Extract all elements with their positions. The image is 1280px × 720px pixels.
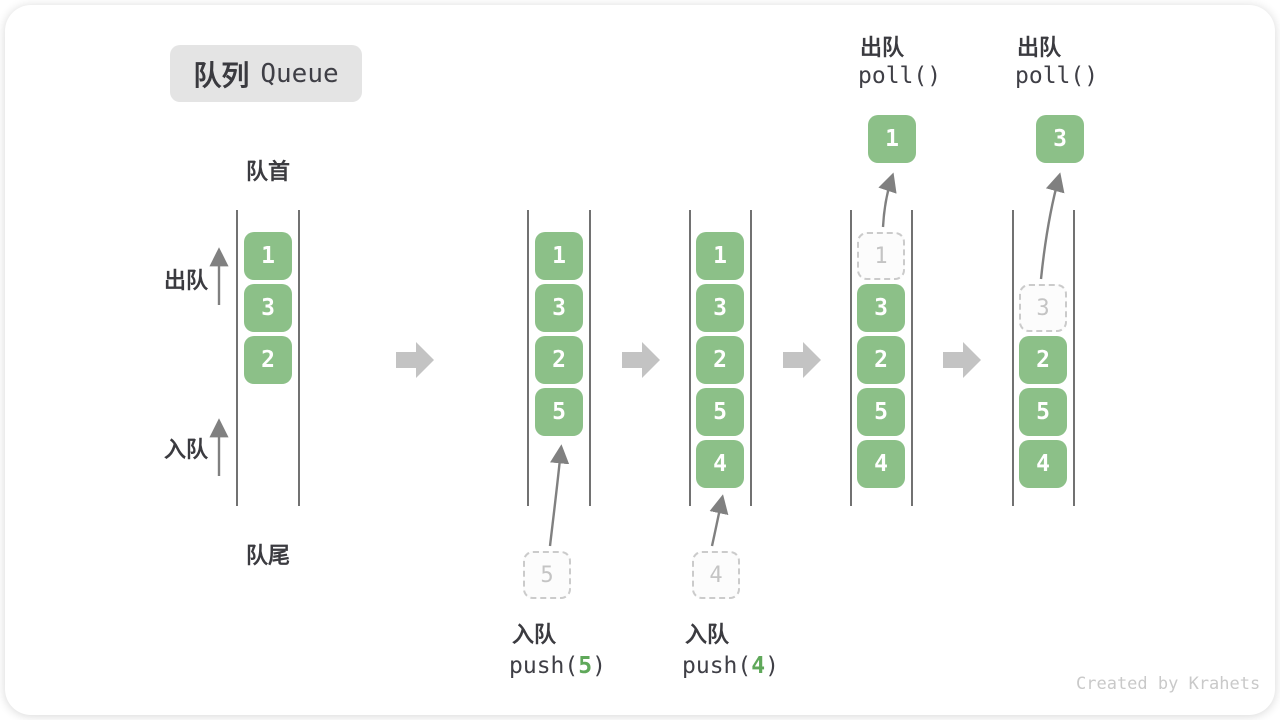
- queue-cell: 4: [696, 440, 744, 488]
- enqueue-op-label: 入队: [512, 622, 557, 647]
- queue-front-label: 队首: [245, 159, 290, 184]
- queue-cell-ghost: 1: [857, 232, 905, 280]
- code-close: ): [765, 653, 779, 679]
- right-block-arrow-icon: [396, 342, 434, 378]
- queue-cell: 1: [535, 232, 583, 280]
- code-fn: push(: [682, 653, 752, 679]
- curved-up-arrow-icon: [878, 172, 897, 228]
- code-arg: 4: [751, 653, 766, 679]
- title-cn: 队列: [193, 59, 250, 91]
- dequeued-cell: 1: [868, 115, 916, 163]
- curved-up-arrow-icon: [548, 444, 570, 547]
- dequeue-op-code: poll(): [858, 63, 942, 89]
- curved-up-arrow-icon: [1039, 172, 1065, 280]
- enqueue-side-label: 入队: [164, 437, 209, 462]
- enqueue-ghost-cell: 4: [692, 551, 740, 599]
- queue-cell: 3: [696, 284, 744, 332]
- queue-cell: 2: [696, 336, 744, 384]
- queue-cell: 3: [535, 284, 583, 332]
- enqueue-op-label: 入队: [685, 622, 730, 647]
- enqueue-op-code: push(4): [682, 653, 779, 679]
- title-badge: 队列 Queue: [170, 45, 362, 102]
- queue-cell: 2: [1019, 336, 1067, 384]
- code-close: ): [592, 653, 606, 679]
- queue-walls: [236, 210, 1075, 506]
- enqueue-ghost-cell: 5: [523, 551, 571, 599]
- queue-cell: 2: [535, 336, 583, 384]
- title-en: Queue: [260, 58, 339, 89]
- queue-cell: 5: [857, 388, 905, 436]
- right-block-arrow-icon: [622, 342, 660, 378]
- watermark: Created by Krahets: [1076, 674, 1261, 694]
- queue-cell: 4: [857, 440, 905, 488]
- queue-cell: 2: [244, 336, 292, 384]
- queue-cell: 2: [857, 336, 905, 384]
- dequeue-side-label: 出队: [164, 268, 209, 293]
- queue-cell: 1: [244, 232, 292, 280]
- queue-rear-label: 队尾: [245, 543, 290, 568]
- enqueue-op-code: push(5): [509, 653, 606, 679]
- queue-cell-ghost: 3: [1019, 284, 1067, 332]
- queue-cell: 5: [1019, 388, 1067, 436]
- queue-cell: 4: [1019, 440, 1067, 488]
- queue-cell: 5: [535, 388, 583, 436]
- queue-cell: 1: [696, 232, 744, 280]
- op-arrows: [209, 172, 1065, 547]
- right-block-arrow-icon: [943, 342, 981, 378]
- dequeue-op-label: 出队: [1017, 35, 1062, 60]
- code-fn: push(: [509, 653, 579, 679]
- dequeued-cell: 3: [1036, 115, 1084, 163]
- code-arg: 5: [578, 653, 593, 679]
- queue-cell: 3: [857, 284, 905, 332]
- right-block-arrow-icon: [783, 342, 821, 378]
- dequeue-op-code: poll(): [1015, 63, 1099, 89]
- dequeue-op-label: 出队: [860, 35, 905, 60]
- queue-cell: 3: [244, 284, 292, 332]
- curved-up-arrow-icon: [709, 494, 729, 547]
- flow-arrows: [396, 342, 981, 378]
- queue-cell: 5: [696, 388, 744, 436]
